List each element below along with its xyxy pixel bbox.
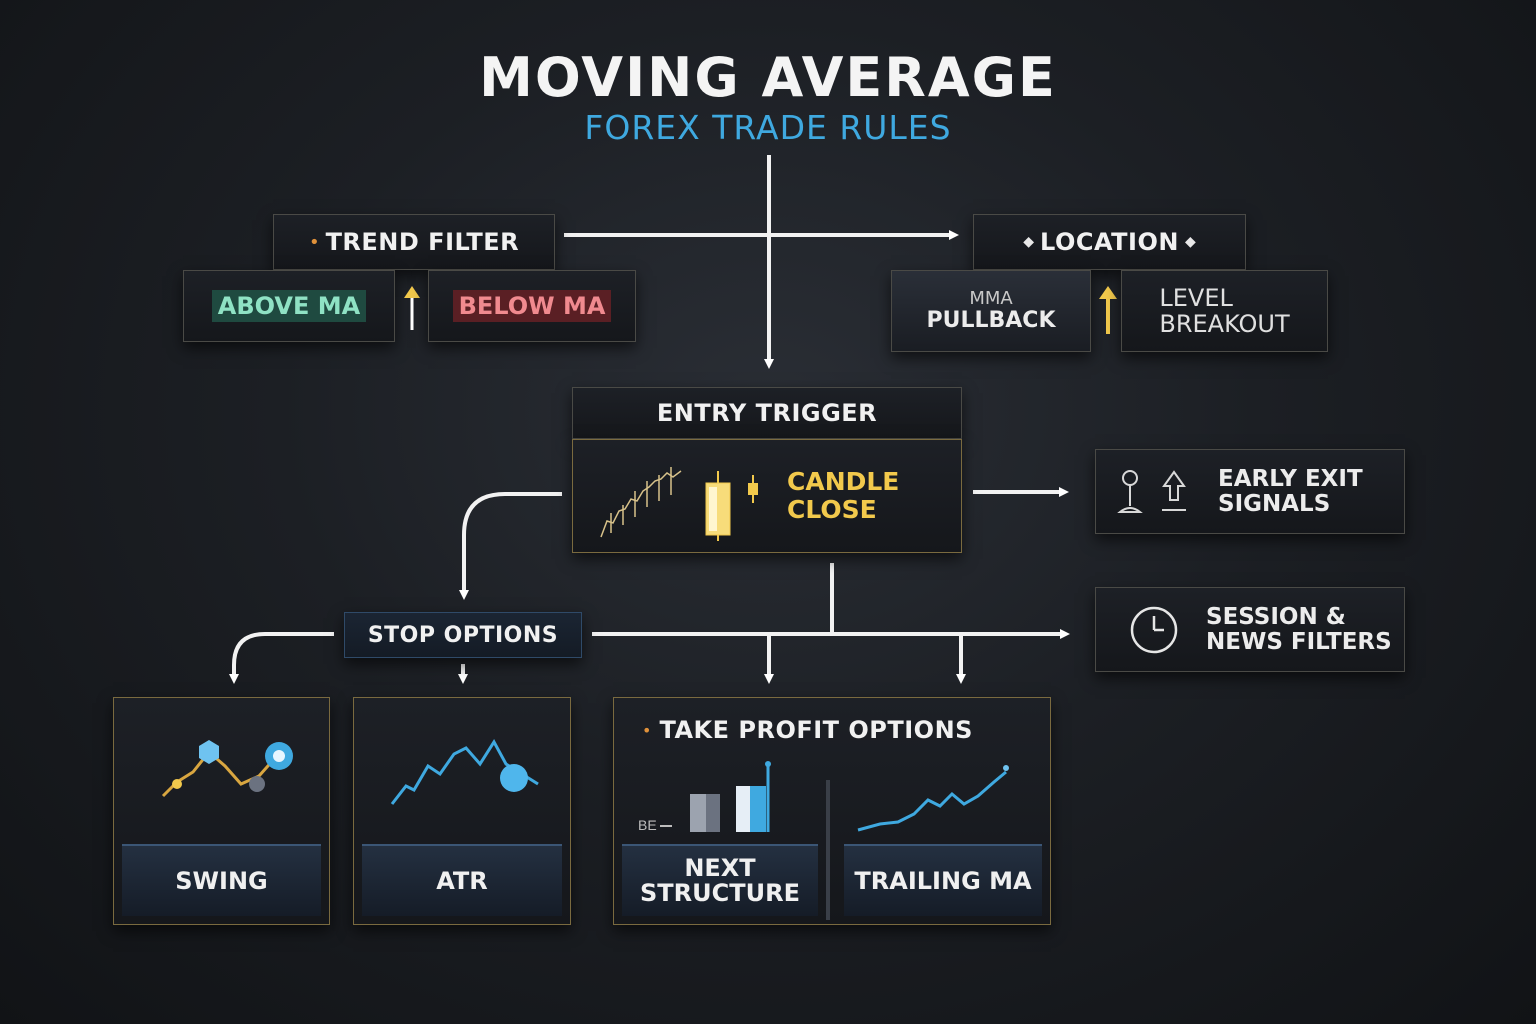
arrow-to-stop xyxy=(459,492,562,600)
stop-options-label: STOP OPTIONS xyxy=(367,622,559,648)
joystick-icon xyxy=(1117,469,1186,513)
up-arrow-icon xyxy=(404,286,420,330)
news-filters-label: NEWS FILTERS xyxy=(1206,628,1392,655)
session-news-box[interactable]: SESSION & NEWS FILTERS xyxy=(1095,587,1405,672)
stop-options-box[interactable]: STOP OPTIONS xyxy=(344,612,582,658)
diamond-icon: ◆ xyxy=(1023,234,1035,250)
pullback-box[interactable]: MMA PULLBACK xyxy=(891,270,1091,352)
close-label: CLOSE xyxy=(787,495,877,524)
swing-card[interactable]: SWING xyxy=(113,697,330,925)
clock-icon xyxy=(1130,606,1178,653)
dot-icon: • xyxy=(308,231,320,253)
diamond-icon: ◆ xyxy=(1184,234,1196,250)
candlestick-icon xyxy=(600,467,758,541)
level-label: LEVEL xyxy=(1159,284,1233,312)
level-breakout-box[interactable]: LEVEL BREAKOUT xyxy=(1121,270,1328,352)
trend-filter-box[interactable]: • TREND FILTER xyxy=(273,214,555,270)
next-label: NEXT xyxy=(684,854,756,882)
atr-card[interactable]: ATR xyxy=(353,697,571,925)
trailing-ma-label: TRAILING MA xyxy=(844,844,1042,916)
location-label: LOCATION xyxy=(1040,228,1179,256)
take-profit-label: TAKE PROFIT OPTIONS xyxy=(659,716,973,744)
up-arrow-icon xyxy=(1099,286,1117,334)
atr-chart-icon xyxy=(390,739,539,805)
swing-label: SWING xyxy=(122,844,321,916)
breakout-label: BREAKOUT xyxy=(1159,310,1290,338)
trend-filter-label: TREND FILTER xyxy=(325,228,520,256)
take-profit-box[interactable]: • TAKE PROFIT OPTIONS BE NEXT STRUCTURE … xyxy=(613,697,1051,925)
entry-trigger-label: ENTRY TRIGGER xyxy=(656,399,878,427)
page-title: MOVING AVERAGE xyxy=(479,46,1057,109)
location-box[interactable]: ◆ LOCATION ◆ xyxy=(973,214,1246,270)
signals-label: SIGNALS xyxy=(1218,490,1331,517)
pullback-label: PULLBACK xyxy=(926,307,1056,333)
early-exit-label: EARLY EXIT xyxy=(1218,465,1363,492)
chart-tag-text: BE xyxy=(638,817,657,833)
candle-close-box[interactable]: CANDLE CLOSE xyxy=(572,439,962,553)
below-ma-label: BELOW MA xyxy=(452,290,612,322)
divider xyxy=(826,780,830,920)
next-structure-label: NEXT STRUCTURE xyxy=(622,844,818,916)
candle-label: CANDLE xyxy=(787,467,900,496)
above-ma-label: ABOVE MA xyxy=(211,290,367,322)
early-exit-box[interactable]: EARLY EXIT SIGNALS xyxy=(1095,449,1405,534)
atr-label: ATR xyxy=(362,844,562,916)
trailing-chart-icon xyxy=(857,765,1009,832)
dot-icon: • xyxy=(642,720,652,740)
arrow-to-swing xyxy=(229,632,334,684)
above-ma-box[interactable]: ABOVE MA xyxy=(183,270,395,342)
structure-label: STRUCTURE xyxy=(640,879,800,907)
pullback-top-label: MMA xyxy=(969,287,1013,309)
structure-bars-icon: BE xyxy=(638,761,771,833)
entry-trigger-header[interactable]: ENTRY TRIGGER xyxy=(572,387,962,439)
below-ma-box[interactable]: BELOW MA xyxy=(428,270,636,342)
swing-chart-icon xyxy=(161,740,293,798)
page-subtitle: FOREX TRADE RULES xyxy=(584,108,952,147)
session-label: SESSION & xyxy=(1206,603,1346,630)
